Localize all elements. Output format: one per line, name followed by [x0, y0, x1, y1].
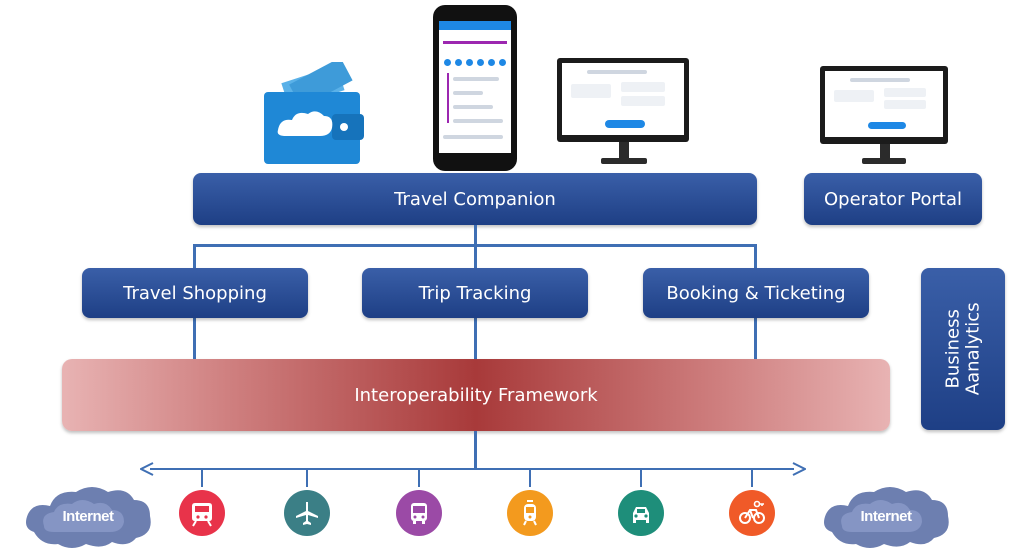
- train-icon: [179, 490, 225, 536]
- phone-illustration: [433, 5, 517, 171]
- arrow-right-icon: [792, 462, 806, 476]
- connector-right-down: [754, 318, 757, 360]
- business-analytics-box: Business Aanalytics: [921, 268, 1005, 430]
- booking-ticketing-box: Booking & Ticketing: [643, 268, 869, 318]
- tram-icon: [507, 490, 553, 536]
- connector-bike: [751, 469, 753, 487]
- business-analytics-label: Business Aanalytics: [942, 302, 983, 396]
- travel-companion-label: Travel Companion: [394, 188, 556, 210]
- travel-shopping-box: Travel Shopping: [82, 268, 308, 318]
- internet-cloud-right: Internet: [818, 482, 954, 550]
- monitor-illustration-operator: [820, 66, 948, 166]
- monitor-illustration: [557, 58, 689, 166]
- trip-tracking-box: Trip Tracking: [362, 268, 588, 318]
- wallet-illustration: [262, 57, 366, 166]
- arrow-left-icon: [140, 462, 154, 476]
- plane-icon: [284, 490, 330, 536]
- connector-train: [201, 469, 203, 487]
- connector-plane: [306, 469, 308, 487]
- connector-car: [640, 469, 642, 487]
- connector-tram: [529, 469, 531, 487]
- connector-trunk-top: [474, 225, 477, 245]
- connector-bus: [418, 469, 420, 487]
- internet-label-left: Internet: [62, 508, 114, 525]
- operator-portal-label: Operator Portal: [823, 188, 962, 210]
- interoperability-framework-bar: Interoperability Framework: [62, 359, 890, 431]
- car-icon: [618, 490, 664, 536]
- travel-shopping-label: Travel Shopping: [123, 282, 267, 304]
- interoperability-framework-label: Interoperability Framework: [354, 384, 598, 406]
- connector-framework-down: [474, 431, 477, 469]
- booking-ticketing-label: Booking & Ticketing: [666, 282, 846, 304]
- travel-companion-box: Travel Companion: [193, 173, 757, 225]
- internet-cloud-left: Internet: [20, 482, 156, 550]
- operator-portal-box: Operator Portal: [804, 173, 982, 225]
- bike-key-icon: [729, 490, 775, 536]
- connector-left-down: [193, 318, 196, 360]
- connector-right-drop: [754, 244, 757, 268]
- connector-left-drop: [193, 244, 196, 268]
- bottom-arrow-line: [150, 468, 794, 470]
- internet-label-right: Internet: [860, 508, 912, 525]
- connector-center-drop: [474, 244, 477, 268]
- connector-center-down: [474, 318, 477, 360]
- bus-icon: [396, 490, 442, 536]
- trip-tracking-label: Trip Tracking: [418, 282, 532, 304]
